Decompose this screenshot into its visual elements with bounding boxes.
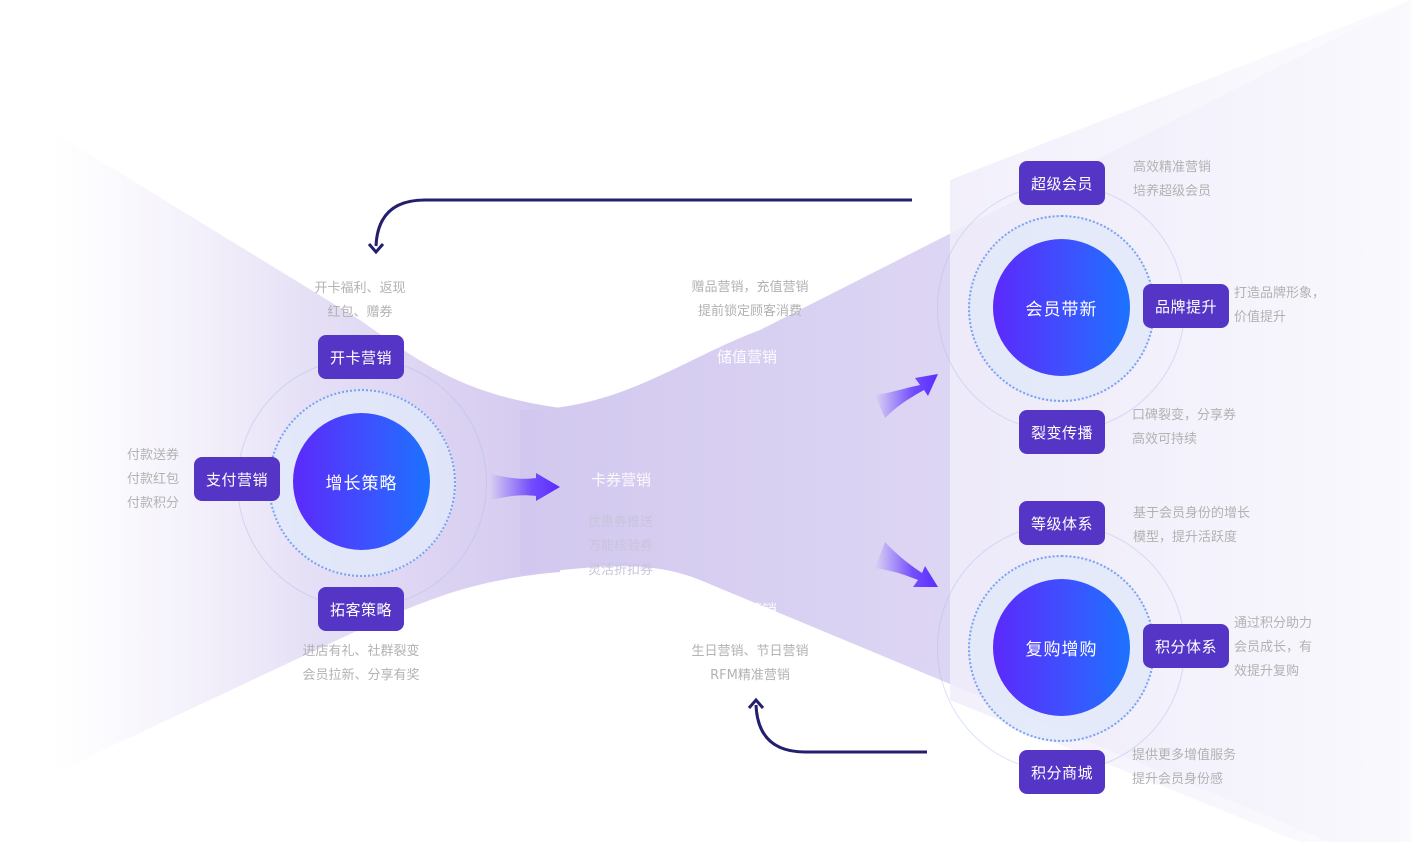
points-mall-pill[interactable]: 积分商城 <box>1019 750 1105 794</box>
description-line: 提升会员身份感 <box>1132 772 1224 787</box>
loop-arrow-top <box>374 198 912 247</box>
points-system-description: 通过积分助力 会员成长，有 效提升复购 <box>1234 612 1312 684</box>
description-line: 高效可持续 <box>1132 432 1198 447</box>
description-line: 付款积分 <box>127 496 180 511</box>
stored-value-description: 赠品营销，充值营销 提前锁定顾客消费 <box>680 276 820 324</box>
payment-marketing-description: 付款送券 付款红包 付款积分 <box>127 444 179 516</box>
description-line: 万能核验券 <box>588 539 654 554</box>
description-line: 会员成长，有 <box>1234 640 1313 655</box>
personalized-marketing-description: 生日营销、节日营销 RFM精准营销 <box>680 640 820 688</box>
description-line: 提前锁定顾客消费 <box>697 304 802 319</box>
description-line: 通过积分助力 <box>1234 616 1313 631</box>
description-line: 口碑裂变，分享券 <box>1132 408 1237 423</box>
customer-acquisition-pill[interactable]: 拓客策略 <box>318 587 404 631</box>
description-line: 灵活折扣券 <box>588 563 654 578</box>
member-referral-hub[interactable]: 会员带新 <box>993 239 1130 376</box>
brand-upgrade-pill[interactable]: 品牌提升 <box>1143 284 1229 328</box>
coupon-marketing-label: 卡券营销 <box>591 471 652 489</box>
tier-system-description: 基于会员身份的增长 模型，提升活跃度 <box>1133 502 1250 550</box>
card-marketing-description: 开卡福利、返现 红包、赠券 <box>300 277 420 325</box>
super-member-description: 高效精准营销 培养超级会员 <box>1133 156 1211 204</box>
description-line: 模型，提升活跃度 <box>1133 530 1238 545</box>
description-line: 开卡福利、返现 <box>314 281 406 296</box>
points-mall-description: 提供更多增值服务 提升会员身份感 <box>1132 744 1236 792</box>
stored-value-marketing-label: 储值营销 <box>717 348 778 366</box>
description-line: 付款送券 <box>127 448 180 463</box>
description-line: 生日营销、节日营销 <box>691 644 809 659</box>
description-line: 价值提升 <box>1234 310 1287 325</box>
payment-marketing-pill[interactable]: 支付营销 <box>194 457 280 501</box>
description-line: 效提升复购 <box>1234 664 1300 679</box>
description-line: 培养超级会员 <box>1133 184 1212 199</box>
loop-arrow-bottom <box>754 704 927 754</box>
description-line: 提供更多增值服务 <box>1132 748 1237 763</box>
customer-acquisition-description: 进店有礼、社群裂变 会员拉新、分享有奖 <box>291 640 431 688</box>
description-line: 付款红包 <box>127 472 180 487</box>
description-line: RFM精准营销 <box>710 668 790 683</box>
card-marketing-pill[interactable]: 开卡营销 <box>318 335 404 379</box>
description-line: 进店有礼、社群裂变 <box>302 644 420 659</box>
brand-upgrade-description: 打造品牌形象， 价值提升 <box>1234 282 1325 330</box>
personalized-marketing-label: 个性营销 <box>717 601 778 619</box>
description-line: 基于会员身份的增长 <box>1133 506 1251 521</box>
points-system-pill[interactable]: 积分体系 <box>1143 624 1229 668</box>
growth-strategy-hub[interactable]: 增长策略 <box>293 413 430 550</box>
description-line: 优惠券推送 <box>588 515 654 530</box>
viral-spread-pill[interactable]: 裂变传播 <box>1019 410 1105 454</box>
description-line: 赠品营销，充值营销 <box>691 280 809 295</box>
flow-arrow-center <box>490 473 560 501</box>
tier-system-pill[interactable]: 等级体系 <box>1019 501 1105 545</box>
description-line: 红包、赠券 <box>327 305 393 320</box>
repurchase-hub[interactable]: 复购增购 <box>993 579 1130 716</box>
super-member-pill[interactable]: 超级会员 <box>1019 161 1105 205</box>
coupon-marketing-description: 优惠券推送 万能核验券 灵活折扣券 <box>588 511 653 583</box>
description-line: 打造品牌形象， <box>1234 286 1326 301</box>
loop-arrow-bottom-head <box>747 697 765 709</box>
description-line: 高效精准营销 <box>1133 160 1212 175</box>
flow-arrow-lower <box>875 542 938 587</box>
flow-arrow-upper <box>875 374 938 418</box>
loop-arrow-top-head <box>367 243 385 255</box>
description-line: 会员拉新、分享有奖 <box>302 668 420 683</box>
viral-spread-description: 口碑裂变，分享券 高效可持续 <box>1132 404 1236 452</box>
